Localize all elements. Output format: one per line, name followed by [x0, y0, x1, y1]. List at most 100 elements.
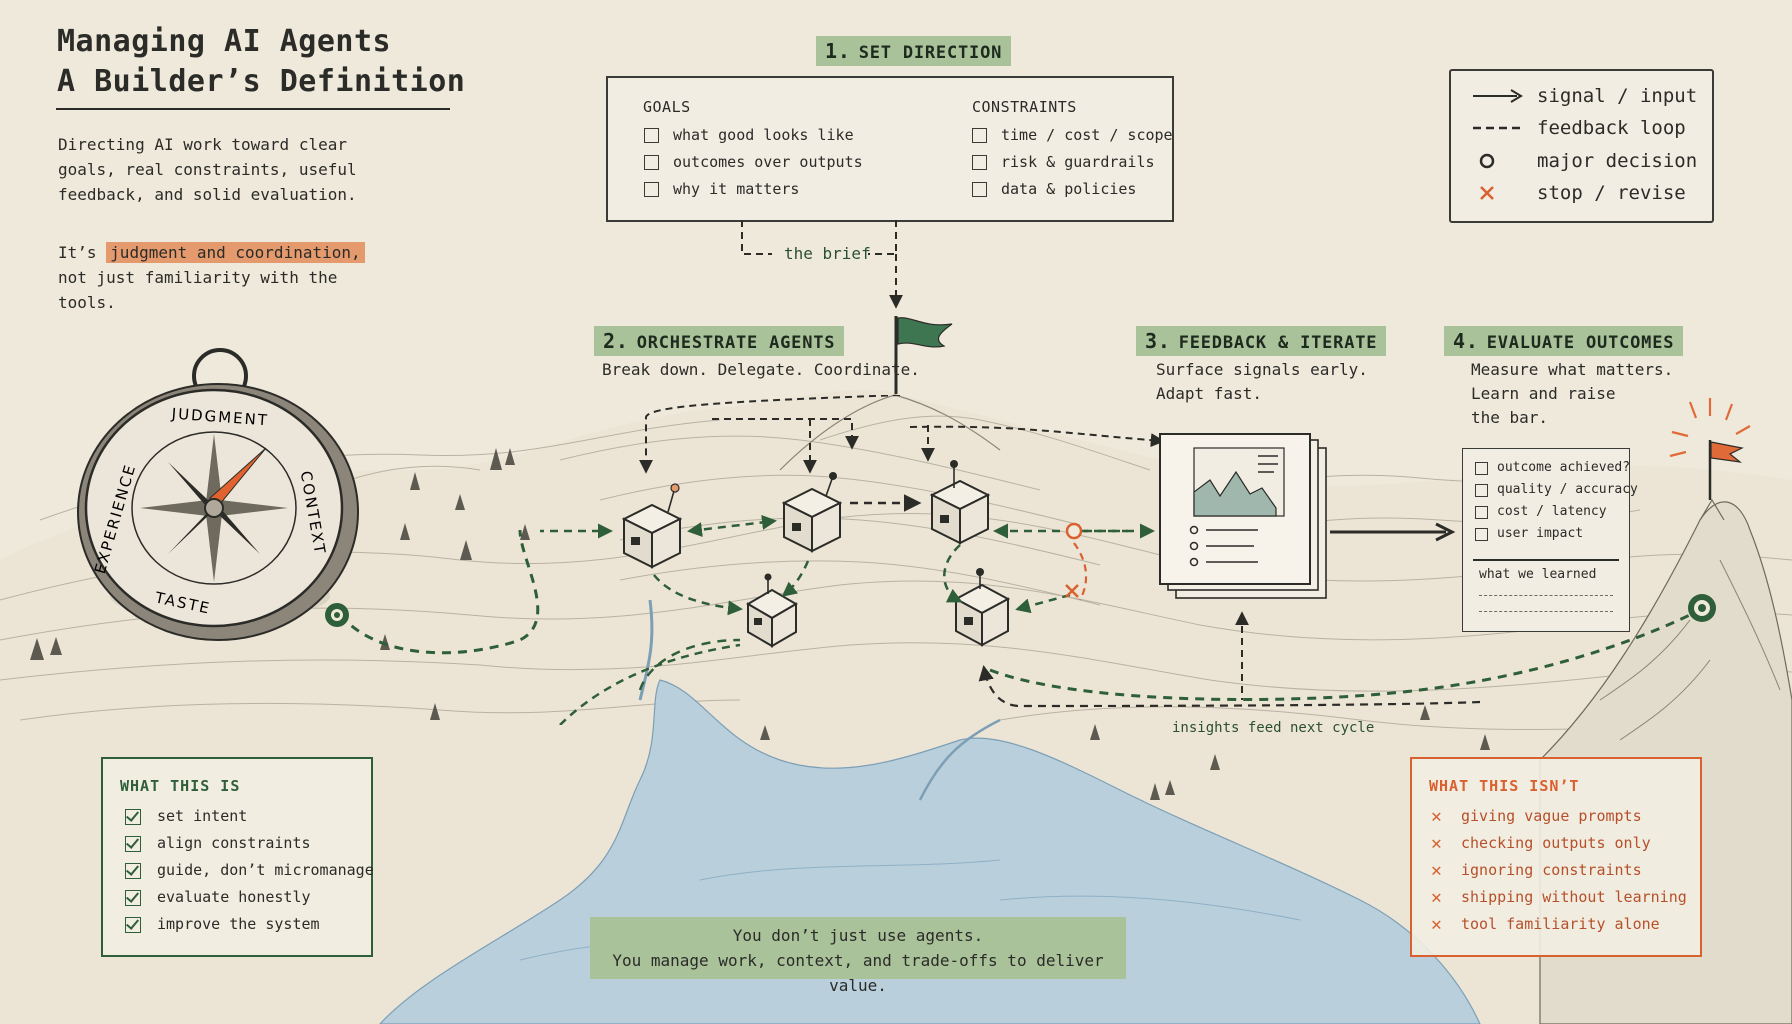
learned-label: what we learned [1479, 567, 1597, 582]
brief-connector [741, 220, 903, 309]
legend-item-stop: stop / revise [1469, 182, 1686, 204]
constraint-item: risk & guardrails [972, 149, 1173, 176]
eval-item: outcome achieved? [1475, 457, 1638, 479]
flag-icon [894, 316, 953, 394]
list-item: guide, don’t micromanage [125, 857, 374, 884]
goals-list: what good looks like outcomes over outpu… [644, 122, 863, 203]
list-item: ✕giving vague prompts [1431, 803, 1687, 830]
what-this-is-list: set intent align constraints guide, don’… [125, 803, 374, 938]
agent-network [540, 395, 1165, 725]
checkbox-icon [972, 128, 987, 143]
checkbox-icon [1475, 527, 1488, 541]
stage2-label: 2.ORCHESTRATE AGENTS [594, 326, 845, 356]
list-item: improve the system [125, 911, 374, 938]
dashed-line-icon [1473, 126, 1523, 130]
agent-cube-3 [929, 460, 991, 545]
checkbox-icon [644, 155, 659, 170]
evaluation-card: outcome achieved? quality / accuracy cos… [1462, 448, 1638, 632]
list-item: align constraints [125, 830, 374, 857]
checkbox-icon [644, 182, 659, 197]
agent-cube-5 [953, 568, 1011, 647]
checkbox-icon [972, 182, 987, 197]
page-title: Managing AI Agents A Builder’s Definitio… [57, 22, 465, 102]
eval-item: quality / accuracy [1475, 479, 1638, 501]
what-this-isnt-panel: WHAT THIS ISN’T ✕giving vague prompts ✕c… [1410, 757, 1702, 957]
checkbox-icon [644, 128, 659, 143]
what-this-is-panel: WHAT THIS IS set intent align constraint… [101, 757, 374, 957]
banner-line-2: You manage work, context, and trade-offs… [612, 951, 1104, 995]
dashboard-icon [1159, 433, 1327, 599]
x-mark-icon: ✕ [1431, 806, 1442, 827]
constraints-list: time / cost / scope risk & guardrails da… [972, 122, 1173, 203]
card-divider [1473, 559, 1619, 561]
list-item: ✕ignoring constraints [1431, 857, 1687, 884]
title-underline [56, 108, 450, 110]
circle-icon [1479, 153, 1495, 169]
list-item: evaluate honestly [125, 884, 374, 911]
what-this-is-title: WHAT THIS IS [120, 777, 241, 795]
checkmark-icon [125, 862, 141, 879]
highlight-judgment: judgment and coordination, [106, 242, 365, 263]
x-mark-icon: ✕ [1431, 860, 1442, 881]
goal-item: outcomes over outputs [644, 149, 863, 176]
checkbox-icon [1475, 461, 1488, 475]
intro-text-2: It’s judgment and coordination, not just… [58, 240, 398, 315]
feedback-loop [978, 611, 1480, 708]
agent-cube-2 [781, 472, 843, 553]
legend-item-signal: signal / input [1469, 85, 1697, 107]
brief-label: the brief [784, 244, 871, 263]
x-mark-icon: ✕ [1431, 833, 1442, 854]
stage4-text: Measure what matters. Learn and raise th… [1471, 360, 1674, 427]
banner-line-1: You don’t just use agents. [732, 926, 984, 945]
constraint-item: data & policies [972, 176, 1173, 203]
stage3-label: 3.FEEDBACK & ITERATE [1136, 326, 1387, 356]
checkmark-icon [125, 916, 141, 933]
constraint-item: time / cost / scope [972, 122, 1173, 149]
what-this-isnt-title: WHAT THIS ISN’T [1429, 777, 1580, 795]
legend-item-decision: major decision [1469, 150, 1697, 172]
list-item: ✕checking outputs only [1431, 830, 1687, 857]
set-direction-box: GOALS what good looks like outcomes over… [606, 76, 1174, 222]
stage4-label: 4.EVALUATE OUTCOMES [1444, 326, 1684, 356]
summit-target-icon [1688, 594, 1716, 622]
agent-cube-1 [621, 483, 683, 569]
note-line [1479, 595, 1613, 596]
goal-item: why it matters [644, 176, 863, 203]
evaluation-checklist: outcome achieved? quality / accuracy cos… [1475, 457, 1638, 545]
checkbox-icon [972, 155, 987, 170]
stage3-text: Surface signals early. Adapt fast. [1156, 360, 1368, 403]
x-mark-icon: ✕ [1431, 914, 1442, 935]
note-line [1479, 611, 1613, 612]
agent-cube-4 [746, 573, 798, 648]
x-mark-icon [1480, 186, 1494, 200]
title-line-2: A Builder’s Definition [57, 64, 466, 99]
goal-item: what good looks like [644, 122, 863, 149]
checkbox-icon [1475, 483, 1488, 497]
goals-title: GOALS [643, 98, 691, 116]
stage1-label: 1.SET DIRECTION [816, 36, 1012, 66]
list-item: ✕shipping without learning [1431, 884, 1687, 911]
output-arrow [1330, 522, 1456, 542]
list-item: ✕tool familiarity alone [1431, 911, 1687, 938]
what-this-isnt-list: ✕giving vague prompts ✕checking outputs … [1431, 803, 1687, 938]
checkmark-icon [125, 808, 141, 825]
constraints-title: CONSTRAINTS [972, 98, 1077, 116]
list-item: set intent [125, 803, 374, 830]
checkmark-icon [125, 889, 141, 906]
eval-item: user impact [1475, 523, 1638, 545]
start-target-icon [325, 603, 349, 627]
decision-circle [1065, 522, 1083, 540]
checkmark-icon [125, 835, 141, 852]
loop-label: insights feed next cycle [1172, 720, 1375, 736]
checkbox-icon [1475, 505, 1488, 519]
intro-text: Directing AI work toward clear goals, re… [58, 135, 357, 204]
eval-item: cost / latency [1475, 501, 1638, 523]
summary-banner: You don’t just use agents. You manage wo… [590, 917, 1126, 995]
stage2-text: Break down. Delegate. Coordinate. [602, 360, 920, 379]
summit-flag-icon [1669, 398, 1751, 500]
x-mark-icon: ✕ [1431, 887, 1442, 908]
legend-item-feedback: feedback loop [1469, 117, 1686, 139]
title-line-1: Managing AI Agents [57, 24, 392, 59]
compass-icon: JUDGMENT CONTEXT TASTE EXPERIENCE [77, 348, 359, 641]
legend: signal / input feedback loop major decis… [1449, 69, 1714, 223]
